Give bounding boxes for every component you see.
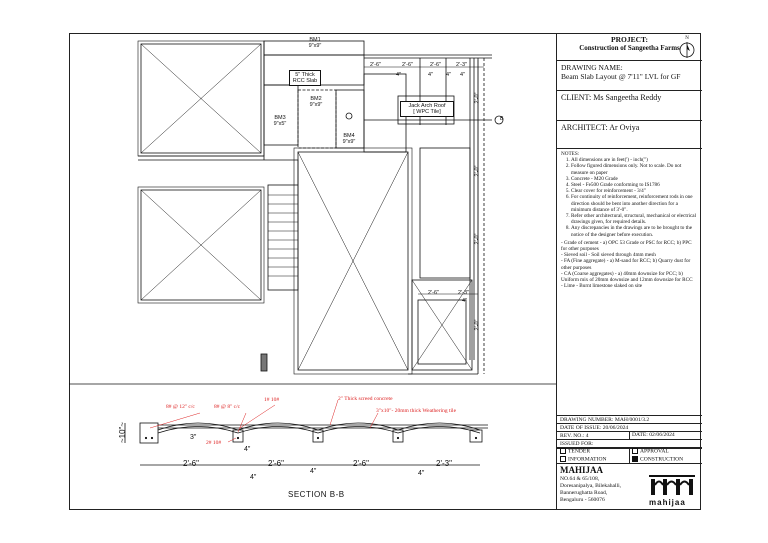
dim-bottom-1: 2'-6" [428, 290, 439, 296]
material-item: - Lime - Burnt limestone slaked on site [561, 283, 643, 290]
note-item: Follow figured dimensions only. Not to s… [571, 163, 698, 175]
mahijaa-logo-icon [649, 475, 695, 495]
section-dim-4: 2'-3" [436, 459, 452, 468]
logo-text: mahijaa [649, 498, 686, 507]
section-gap-3: 4" [418, 470, 425, 477]
material-item: - Sieved soil - Soil sieved through 4mm … [561, 252, 656, 259]
section-h4: 4" [244, 446, 251, 453]
section-height: ~10"~ [118, 421, 128, 444]
bar-label-3: 1# 10# [264, 397, 280, 403]
dim-bottom-3: 4" [462, 298, 468, 304]
note-item: Steel - Fe500 Grade conforming to IS1786 [571, 182, 698, 188]
architect-cell: ARCHITECT: Ar Oviya [557, 121, 702, 149]
title-block: PROJECT: Construction of Sangeetha Farms… [556, 33, 702, 510]
dim-bottom-2: 2'-3" [458, 290, 469, 296]
section-title: SECTION B-B [288, 490, 345, 499]
notes-cell: NOTES: All dimensions are in feet(') - i… [557, 149, 702, 449]
dim-top-8: 4" [460, 72, 466, 78]
dim-vert-2: 2'-0" [474, 165, 481, 177]
checkbox-approval[interactable]: APPROVAL [632, 448, 669, 454]
dim-top-5: 4" [396, 72, 402, 78]
rev-number: REV. NO.: 4 [560, 433, 589, 439]
firm-name: MAHIJAA [560, 465, 603, 475]
material-item: - CA (Coarse aggregates) - a) 40mm downs… [561, 270, 693, 284]
notes-heading: NOTES: [561, 151, 580, 157]
date-of-issue: DATE OF ISSUE: 20/06/2024 [557, 423, 702, 432]
note-item: Concrete - M20 Grade [571, 176, 698, 182]
screed-label: 2" Thick screed concrete [338, 396, 393, 402]
north-arrow-icon: N [677, 36, 697, 61]
section-dim-1: 2'-6" [183, 459, 199, 468]
note-item: Any discrepancies in the drawings are to… [571, 225, 698, 237]
project-cell: PROJECT: Construction of Sangeetha Farms [557, 33, 702, 61]
tile-label: 3"x10"- 20mm thick Weathering tile [376, 408, 457, 414]
checkbox-information[interactable]: INFORMATION [560, 456, 607, 462]
jack-arch-note: Jack Arch Roof[ WPC Tile] [400, 101, 454, 117]
issued-for-label: ISSUED FOR: [557, 439, 702, 448]
drawing-name: Beam Slab Layout @ 7'11" LVL for GF [561, 72, 681, 81]
dim-vert-3: 2'-0" [474, 233, 481, 245]
note-item: For continuity of reinforcement, reinfor… [571, 194, 698, 213]
section-dim-3: 2'-6" [353, 459, 369, 468]
checkbox-construction[interactable]: CONSTRUCTION [632, 456, 683, 462]
project-name: Construction of Sangeetha Farms [579, 44, 680, 52]
firm-address: NO.64 & 65/108, Doresanipalya, Bilekahal… [560, 476, 622, 503]
section-gap-1: 4" [250, 474, 257, 481]
sheet-border [69, 33, 701, 510]
dim-vert-1: 2'-0" [474, 92, 481, 104]
section-marker: B [500, 116, 504, 122]
notes-list: All dimensions are in feet(') - inch(") … [561, 157, 698, 238]
material-item: - FA (Fine aggregate) - a) M-sand for RC… [561, 258, 691, 271]
dim-top-2: 2'-6" [402, 62, 413, 68]
project-label: PROJECT: [611, 35, 648, 44]
dim-top-1: 2'-6" [370, 62, 381, 68]
drawing-name-label: DRAWING NAME: [561, 63, 623, 72]
checkbox-tender[interactable]: TENDER [560, 448, 590, 454]
bar-label-4: 2# 10# [206, 440, 222, 446]
bar-label-2: 8# @ 8" c/c [214, 404, 241, 410]
rev-date: DATE: 02/06/2024 [632, 432, 675, 438]
bar-label-1: 8# @ 12" c/c [166, 404, 195, 410]
drawing-number: DRAWING NUMBER: MAH/0001/3.2 [557, 415, 702, 424]
dim-vert-4: 2'-0" [474, 319, 481, 331]
material-item: - Grade of cement - a) OPC 53 Grade or P… [561, 239, 692, 253]
dim-top-3: 2'-6" [430, 62, 441, 68]
section-dim-2: 2'-6" [268, 459, 284, 468]
client-cell: CLIENT: Ms Sangeetha Reddy [557, 91, 702, 121]
section-h3: 3" [190, 434, 197, 441]
materials-list: - Grade of cement - a) OPC 53 Grade or P… [561, 240, 698, 290]
dim-top-7: 4" [446, 72, 452, 78]
dim-top-6: 4" [428, 72, 434, 78]
note-item: All dimensions are in feet(') - inch(") [571, 157, 698, 163]
drawing-name-cell: DRAWING NAME: Beam Slab Layout @ 7'11" L… [557, 61, 702, 91]
note-item: Refer other architectural, structural, m… [571, 213, 698, 225]
section-gap-2: 4" [310, 468, 317, 475]
dim-top-4: 2'-3" [456, 62, 467, 68]
note-item: Clear cover for reinforcement - 3/4" [571, 188, 698, 194]
